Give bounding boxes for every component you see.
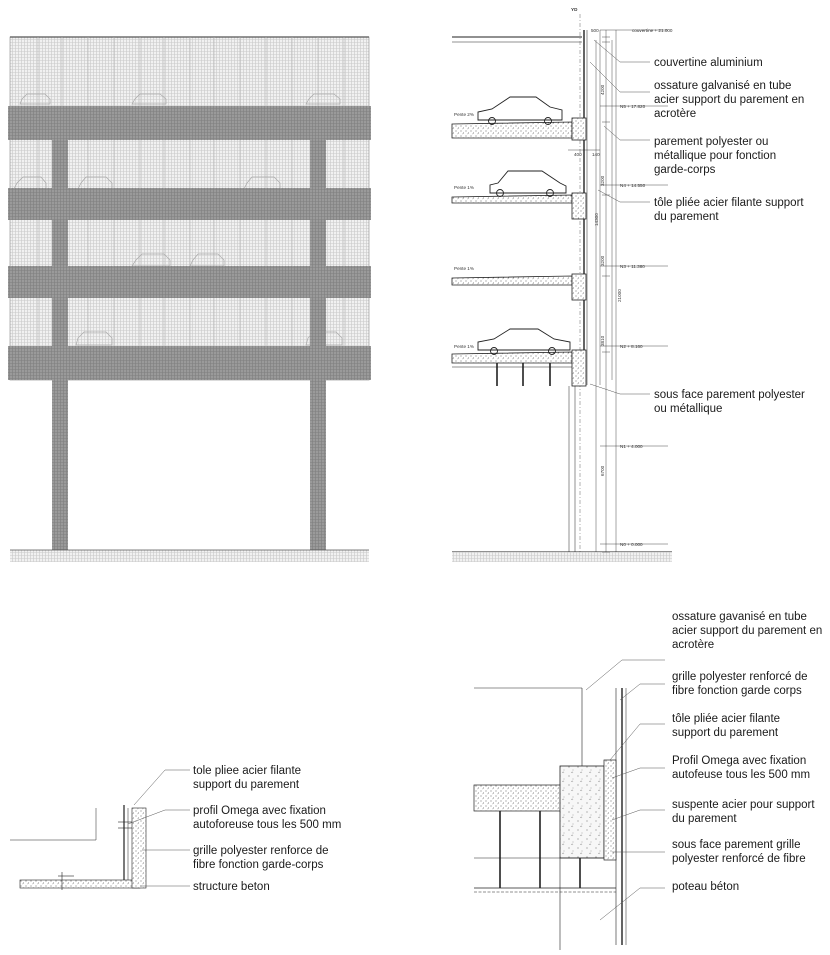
detail-left-leaders (127, 769, 190, 887)
callout-right-grille: grille polyester renforcé de fibre fonct… (672, 671, 808, 697)
callout-left-omega: profil Omega avec fixation autoforeuse t… (193, 805, 342, 831)
level-couvertine: couvertine + 21.000 (632, 28, 673, 33)
callout-ossature: ossature galvanisé en tube acier support… (654, 80, 805, 120)
dim-top: 500 (591, 28, 599, 33)
detail-left (10, 769, 190, 890)
level-n2: N2 + 8.160 (620, 344, 643, 349)
section-leaders (589, 39, 650, 395)
column-left (52, 140, 68, 550)
detail-right-leaders (585, 659, 665, 921)
callout-left-grille: grille polyester renforce de fibre fonct… (193, 845, 329, 871)
slab-n4 (451, 194, 573, 204)
floor-band-4 (8, 106, 371, 140)
ground-hatch (10, 550, 369, 562)
dim-d5: 6700 (600, 465, 605, 476)
slope-n4: Pente 1% (454, 185, 474, 190)
dim-mid: 14300 (594, 213, 599, 226)
slope-n3: Pente 1% (454, 266, 474, 271)
slope-n2: Pente 1% (454, 344, 474, 349)
callout-sous-face: sous face parement polyester ou métalliq… (654, 389, 805, 415)
callout-tole: tôle pliée acier filante support du pare… (654, 197, 804, 223)
dim-d4: 3810 (600, 335, 605, 346)
callout-right-omega: Profil Omega avec fixation autofeuse tou… (672, 755, 811, 781)
dim-d1: 4200 (600, 84, 605, 95)
level-n5: N5 + 17.820 (620, 104, 646, 109)
dim-w1: 400 (574, 152, 582, 157)
level-n0: N0 + 0.000 (620, 542, 643, 547)
callout-parement: parement polyester ou métallique pour fo… (654, 136, 777, 176)
level-n1: N1 + 4.000 (620, 444, 643, 449)
section-tiny-labels: YD couvertine + 21.000 N5 + 17.820 N4 + … (454, 7, 673, 547)
beton-edge-left (131, 807, 147, 889)
slab-n3 (451, 275, 573, 286)
callout-left-tole: tole pliee acier filante support du pare… (193, 765, 302, 791)
section-cars (477, 96, 571, 355)
beam-detail (559, 765, 605, 859)
facade-elevation (8, 36, 371, 562)
slope-n5: Pente 2% (454, 112, 474, 117)
callout-couvertine: couvertine aluminium (654, 57, 763, 69)
callout-right-suspente: suspente acier pour support du parement (672, 799, 815, 825)
dim-d3: 3200 (600, 255, 605, 266)
callout-right-tole: tôle pliée acier filante support du pare… (672, 713, 781, 739)
section-view (451, 14, 672, 562)
callout-left-structure: structure beton (193, 881, 270, 893)
callout-right-ossature: ossature gavanisé en tube acier support … (672, 611, 823, 651)
callout-right-sous-face: sous face parement grille polyester renf… (672, 839, 806, 865)
dim-d2: 3200 (600, 175, 605, 186)
axis-label: YD (571, 7, 578, 12)
dim-w2: 140 (592, 152, 600, 157)
slab-n5 (451, 121, 573, 139)
detail-right (473, 659, 665, 950)
column-right (310, 140, 326, 550)
dim-total: 21000 (617, 289, 622, 302)
level-n3: N3 + 11.380 (620, 264, 645, 269)
level-n4: N4 + 14.550 (620, 183, 646, 188)
callout-right-poteau: poteau béton (672, 881, 740, 893)
